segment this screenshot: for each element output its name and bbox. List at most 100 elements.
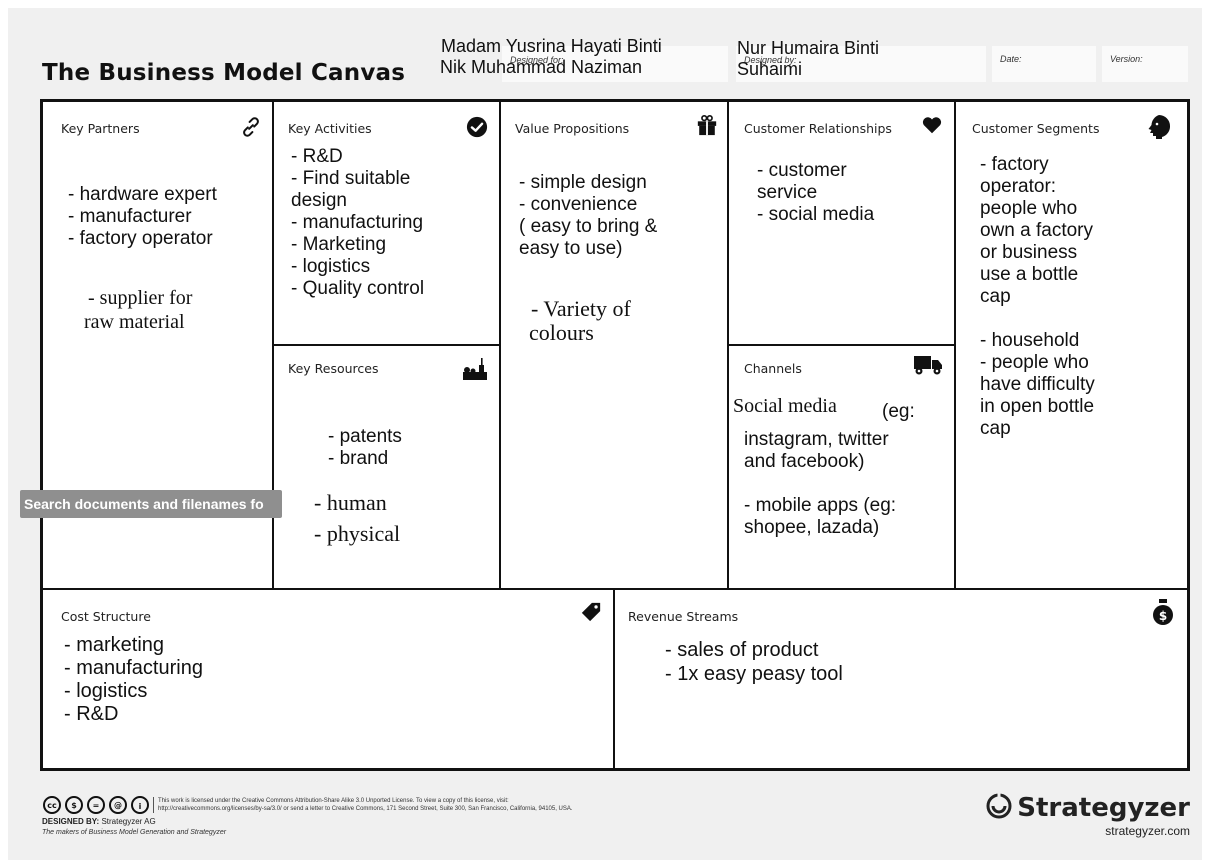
list-item: - customer — [757, 160, 847, 181]
block-label: Customer Relationships — [744, 121, 892, 136]
list-item: own a factory — [980, 220, 1093, 241]
list-item: - manufacturing — [64, 657, 203, 679]
svg-text:i: i — [139, 802, 142, 811]
list-item: people who — [980, 198, 1078, 219]
list-item: - R&D — [291, 146, 343, 167]
tag-icon — [581, 602, 601, 622]
list-item: have difficulty — [980, 374, 1095, 395]
value-propositions-items: - simple design - convenience ( easy to … — [519, 172, 657, 260]
list-item: - social media — [757, 204, 875, 225]
list-item: - patents — [328, 426, 402, 447]
block-label: Customer Segments — [972, 121, 1100, 136]
designed-by-value-line2: Suhaimi — [737, 59, 803, 79]
svg-text:$: $ — [1159, 609, 1167, 623]
list-item: - household — [980, 330, 1080, 351]
list-item: shopee, lazada) — [744, 517, 880, 538]
channels-eg: (eg: — [882, 401, 915, 422]
business-model-canvas — [40, 99, 1190, 771]
list-item: - manufacturing — [291, 212, 424, 233]
strategyzer-logo[interactable]: Strategyzer — [985, 793, 1190, 823]
money-bag-icon: $ — [1153, 599, 1173, 625]
face-icon — [1148, 115, 1171, 139]
footer-divider — [153, 797, 154, 813]
divider — [613, 588, 615, 768]
list-item: easy to use) — [519, 238, 623, 259]
cost-structure-items: - marketing - manufacturing - logistics … — [64, 634, 203, 726]
strategyzer-logo-icon — [986, 793, 1012, 819]
list-item: instagram, twitter — [744, 429, 889, 450]
list-item: ( easy to bring & — [519, 216, 658, 237]
list-item: cap — [980, 286, 1011, 307]
list-item: - Variety of — [531, 296, 631, 321]
list-item: - factory — [980, 154, 1049, 175]
list-item: - Find suitable — [291, 168, 411, 189]
list-item: - supplier for — [88, 287, 193, 309]
list-item: in open bottle — [980, 396, 1095, 417]
designed-by-label: Designed by: — [744, 55, 797, 65]
list-item: - hardware expert — [68, 184, 217, 205]
divider — [43, 588, 1187, 590]
key-resources-items: - patents - brand — [328, 426, 402, 470]
list-item: - mobile apps (eg: — [744, 495, 897, 516]
svg-text:cc: cc — [47, 801, 57, 810]
block-label: Cost Structure — [61, 609, 151, 624]
link-icon — [243, 117, 259, 137]
designed-for-value-line1: Madam Yusrina Hayati Binti — [441, 36, 662, 56]
list-item: - R&D — [64, 703, 119, 725]
designed-for-label: Designed for: — [510, 55, 564, 65]
customer-segments-items: - factory operator: people who own a fac… — [980, 154, 1095, 440]
tagline: The makers of Business Model Generation … — [42, 829, 227, 836]
brand-url[interactable]: strategyzer.com — [1105, 824, 1190, 838]
page-title: The Business Model Canvas — [42, 60, 406, 86]
brand-name: Strategyzer — [1017, 793, 1190, 823]
list-item: - logistics — [64, 680, 148, 702]
gift-icon — [697, 115, 717, 136]
designed-by-value-line1: Nur Humaira Binti — [737, 38, 880, 58]
value-propositions-serif-items: - Variety of colours — [529, 297, 631, 345]
date-label: Date: — [1000, 54, 1022, 64]
key-partners-serif-items: - supplier for raw material — [84, 286, 192, 334]
text-box-background — [729, 378, 869, 428]
list-item: or business — [980, 242, 1078, 263]
block-label: Channels — [744, 361, 802, 376]
designed-by-footer: DESIGNED BY: Strategyzer AG — [42, 817, 156, 826]
channels-serif-head: Social media — [733, 395, 837, 417]
license-text: This work is licensed under the Creative… — [158, 797, 573, 813]
block-label: Value Propositions — [515, 121, 630, 136]
key-activities-items: - R&D - Find suitable design - manufactu… — [291, 146, 424, 300]
heart-icon — [922, 117, 942, 134]
list-item: design — [291, 190, 347, 211]
block-label: Key Activities — [288, 121, 372, 136]
list-item: - convenience — [519, 194, 638, 215]
list-item: - marketing — [64, 634, 165, 656]
svg-text:$: $ — [71, 801, 77, 810]
designed-for-value-line2: Nik Muhammad Naziman — [440, 57, 643, 77]
designed-by-footer-label: DESIGNED BY: — [42, 817, 100, 826]
block-label: Key Partners — [61, 121, 140, 136]
list-item: colours — [529, 320, 594, 345]
creative-commons-icons: cc $ = @ i — [43, 796, 149, 814]
date-field[interactable]: Date: — [992, 46, 1096, 82]
list-item: - simple design — [519, 172, 647, 193]
svg-text:=: = — [93, 801, 100, 810]
svg-text:@: @ — [114, 801, 122, 810]
list-item: service — [757, 182, 818, 203]
list-item: - sales of product — [665, 639, 819, 661]
designed-by-field[interactable] — [736, 46, 986, 82]
list-item: - manufacturer — [68, 206, 192, 227]
list-item: - physical — [314, 521, 401, 546]
factory-icon — [463, 358, 487, 380]
customer-relationships-items: - customer service - social media — [757, 160, 874, 226]
divider — [272, 344, 501, 346]
designed-for-field[interactable] — [502, 46, 728, 82]
list-item: - human — [314, 490, 387, 515]
version-field[interactable]: Version: — [1102, 46, 1188, 82]
list-item: - brand — [328, 448, 389, 469]
list-item: use a bottle — [980, 264, 1079, 285]
list-item: - logistics — [291, 256, 371, 277]
license-line: This work is licensed under the Creative… — [158, 798, 509, 804]
version-label: Version: — [1110, 54, 1143, 64]
revenue-streams-items: - sales of product - 1x easy peasy tool — [665, 638, 843, 686]
list-item: cap — [980, 418, 1011, 439]
truck-icon — [914, 356, 942, 375]
